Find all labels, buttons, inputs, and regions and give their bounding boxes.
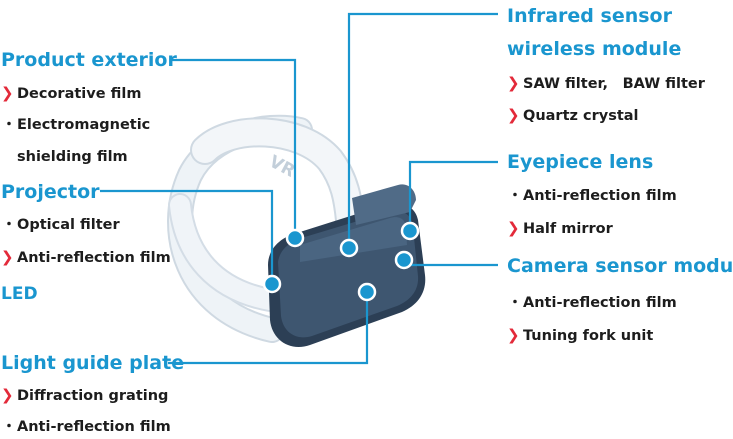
chevron-right-icon: ❯ <box>1 386 14 404</box>
callout-dots <box>262 221 420 302</box>
dot-infrared-sensor <box>339 238 359 258</box>
bullet-dot-icon: ・ <box>2 419 16 435</box>
chevron-right-icon: ❯ <box>507 219 520 237</box>
dot-eyepiece-lens <box>400 221 420 241</box>
item-tuning-fork-unit: ❯Tuning fork unit <box>507 326 654 344</box>
leader-light-guide-plate <box>168 293 369 365</box>
item-half-mirror: ❯Half mirror <box>507 219 613 237</box>
chevron-right-icon: ❯ <box>507 74 520 92</box>
item-shielding-film: shielding film <box>17 149 128 165</box>
item-anti-reflection-film-eyepiece: ・Anti-reflection film <box>508 188 677 204</box>
title-light-guide-plate: Light guide plate <box>1 352 185 374</box>
headset-body <box>268 184 426 348</box>
item-decorative-film: ❯Decorative film <box>1 84 142 102</box>
item-anti-reflection-film-projector: ❯Anti-reflection film <box>1 248 171 266</box>
bullet-dot-icon: ・ <box>2 117 16 133</box>
chevron-right-icon: ❯ <box>507 106 520 124</box>
bullet-dot-icon: ・ <box>2 217 16 233</box>
leader-infrared-sensor <box>347 12 498 247</box>
dot-camera-sensor <box>394 250 414 270</box>
title-infrared-sensor-line2: wireless module <box>507 38 682 60</box>
dot-product-exterior <box>285 228 305 248</box>
item-quartz-crystal: ❯Quartz crystal <box>507 106 639 124</box>
item-optical-filter: ・Optical filter <box>2 217 120 233</box>
dot-light-guide-plate <box>357 282 377 302</box>
leader-projector <box>100 189 274 283</box>
title-infrared-sensor-line1: Infrared sensor <box>507 5 672 27</box>
bullet-dot-icon: ・ <box>508 188 522 204</box>
leader-product-exterior <box>172 58 297 237</box>
title-projector: Projector <box>1 181 100 203</box>
title-product-exterior: Product exterior <box>1 49 177 71</box>
strap-vr-label: VR <box>266 152 299 182</box>
chevron-right-icon: ❯ <box>1 248 14 266</box>
leader-eyepiece-lens <box>408 160 498 230</box>
item-anti-reflection-film-camera: ・Anti-reflection film <box>508 295 677 311</box>
chevron-right-icon: ❯ <box>507 326 520 344</box>
item-saw-baw-filter: ❯SAW filter, BAW filter <box>507 74 705 92</box>
item-anti-reflection-film-lgp: ・Anti-reflection film <box>2 419 171 435</box>
bullet-dot-icon: ・ <box>508 295 522 311</box>
chevron-right-icon: ❯ <box>1 84 14 102</box>
item-diffraction-grating: ❯Diffraction grating <box>1 386 169 404</box>
title-eyepiece-lens: Eyepiece lens <box>507 151 654 173</box>
title-led: LED <box>1 284 38 304</box>
dot-projector <box>262 274 282 294</box>
title-camera-sensor-module: Camera sensor module <box>507 255 733 277</box>
item-electromagnetic: ・Electromagnetic <box>2 117 151 133</box>
